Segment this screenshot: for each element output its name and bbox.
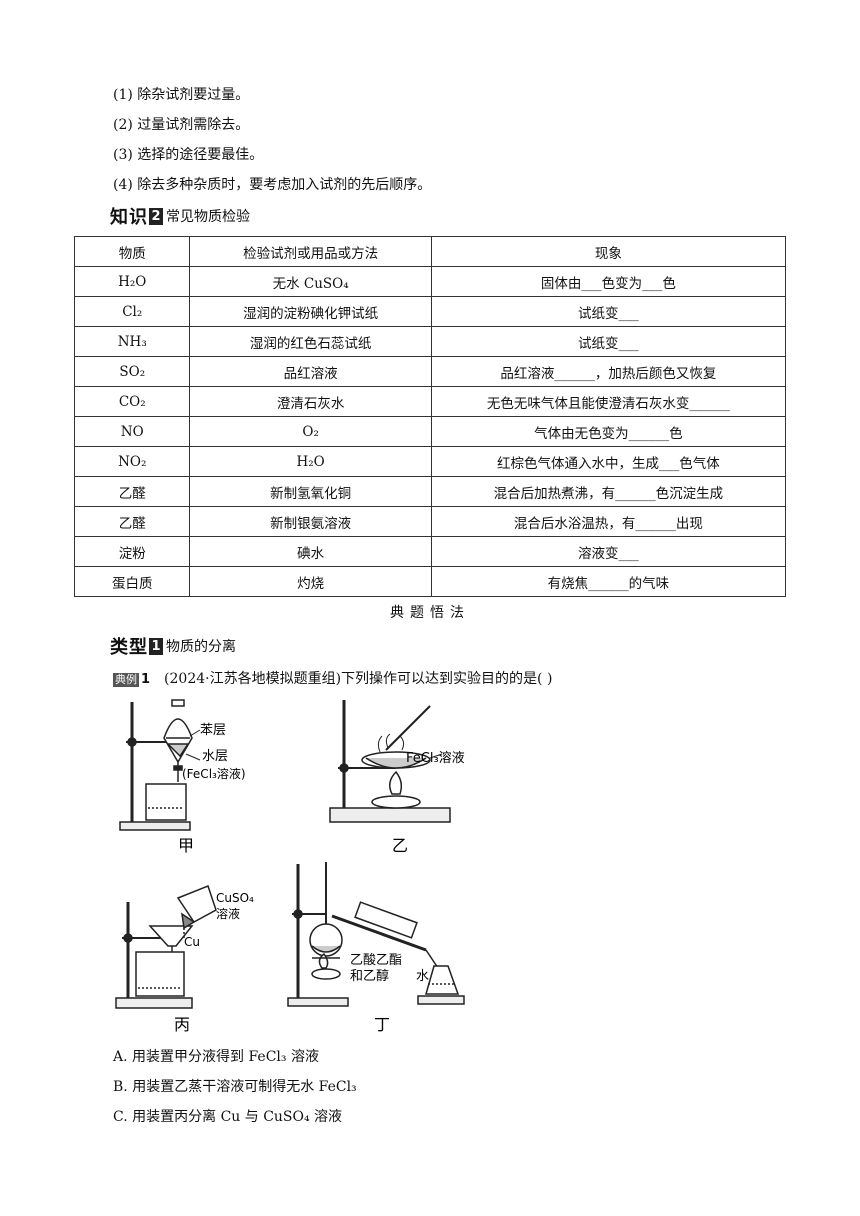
table-cell: 澄清石灰水 bbox=[189, 386, 432, 417]
table-cell: 湿润的红色石蕊试纸 bbox=[189, 326, 432, 357]
table-cell: 混合后加热煮沸，有______色沉淀生成 bbox=[430, 476, 787, 507]
example-text: (2024·江苏各地模拟题重组)下列操作可以达到实验目的的是( ) bbox=[164, 671, 553, 687]
jia-caption: 甲 bbox=[178, 836, 194, 855]
ding-label-water: 水 bbox=[416, 969, 429, 984]
rule-2: (2) 过量试剂需除去。 bbox=[113, 117, 250, 133]
option-a: A. 用装置甲分液得到 FeCl₃ 溶液 bbox=[113, 1049, 319, 1065]
bing-label-cu: Cu bbox=[184, 935, 200, 949]
table-cell: 混合后水浴温热，有______出现 bbox=[430, 506, 787, 537]
knowledge-title: 常见物质检验 bbox=[166, 209, 250, 225]
table-cell: CO₂ bbox=[73, 386, 191, 417]
table-header-cell: 检验试剂或用品或方法 bbox=[189, 236, 432, 267]
table-row: 乙醛新制氢氧化铜混合后加热煮沸，有______色沉淀生成 bbox=[73, 476, 787, 507]
table-cell: Cl₂ bbox=[73, 296, 191, 327]
jia-label-water: 水层 bbox=[202, 749, 228, 764]
rule-4: (4) 除去多种杂质时，要考虑加入试剂的先后顺序。 bbox=[113, 177, 432, 193]
section-label: 典题悟法 bbox=[390, 605, 470, 621]
table-cell: 品红溶液 bbox=[189, 356, 432, 387]
jia-label-benzene: 苯层 bbox=[200, 723, 226, 738]
table-cell: H₂O bbox=[73, 266, 191, 297]
table-cell: 新制氢氧化铜 bbox=[189, 476, 432, 507]
type-heading: 类型 1 物质的分离 bbox=[110, 633, 236, 659]
knowledge-number: 2 bbox=[149, 207, 163, 225]
table-cell: 淀粉 bbox=[73, 536, 191, 567]
knowledge-label: 知识 bbox=[110, 207, 148, 228]
knowledge-heading: 知识 2 常见物质检验 bbox=[110, 203, 250, 229]
rule-3: (3) 选择的途径要最佳。 bbox=[113, 147, 264, 163]
table-cell: O₂ bbox=[189, 416, 432, 447]
type-number: 1 bbox=[149, 637, 163, 655]
rule-1: (1) 除杂试剂要过量。 bbox=[113, 87, 250, 103]
option-c: C. 用装置丙分离 Cu 与 CuSO₄ 溶液 bbox=[113, 1109, 343, 1125]
table-cell: 无色无味气体且能使澄清石灰水变______ bbox=[430, 386, 787, 417]
table-cell: 无水 CuSO₄ bbox=[189, 266, 432, 297]
table-cell: 红棕色气体通入水中，生成___色气体 bbox=[430, 446, 787, 477]
table-header-cell: 物质 bbox=[73, 236, 191, 267]
jia-label-solution: (FeCl₃溶液) bbox=[182, 766, 246, 781]
table-cell: NO bbox=[73, 416, 191, 447]
figure-bing: CuSO₄ 溶液 Cu 丙 bbox=[115, 885, 254, 1034]
table-cell: 试纸变___ bbox=[430, 326, 787, 357]
ding-label-ethanol: 和乙醇 bbox=[350, 968, 389, 984]
table-cell: SO₂ bbox=[73, 356, 191, 387]
table-cell: 乙醛 bbox=[73, 476, 191, 507]
table-cell: 气体由无色变为______色 bbox=[430, 416, 787, 447]
table-header-cell: 现象 bbox=[430, 236, 787, 267]
table-cell: NH₃ bbox=[73, 326, 191, 357]
ding-caption: 丁 bbox=[374, 1015, 390, 1034]
table-cell: H₂O bbox=[189, 446, 432, 477]
table-cell: 试纸变___ bbox=[430, 296, 787, 327]
figure-yi: FeCl₃溶液 乙 bbox=[329, 700, 465, 855]
bing-caption: 丙 bbox=[174, 1015, 190, 1034]
table-cell: 蛋白质 bbox=[73, 566, 191, 597]
table-cell: 品红溶液______，加热后颜色又恢复 bbox=[430, 356, 787, 387]
option-b: B. 用装置乙蒸干溶液可制得无水 FeCl₃ bbox=[113, 1079, 357, 1095]
ding-label-ester: 乙酸乙酯 bbox=[350, 953, 402, 968]
type-title: 物质的分离 bbox=[166, 639, 236, 655]
table-cell: 有烧焦______的气味 bbox=[430, 566, 787, 597]
yi-caption: 乙 bbox=[392, 836, 408, 855]
table-row: 乙醛新制银氨溶液混合后水浴温热，有______出现 bbox=[73, 506, 787, 537]
table-header-row: 物质 检验试剂或用品或方法 现象 bbox=[73, 236, 787, 267]
table-cell: 乙醛 bbox=[73, 506, 191, 537]
table-cell: 湿润的淀粉碘化钾试纸 bbox=[189, 296, 432, 327]
type-label: 类型 bbox=[110, 637, 148, 658]
table-row: 蛋白质灼烧有烧焦______的气味 bbox=[73, 566, 787, 597]
table-cell: 新制银氨溶液 bbox=[189, 506, 432, 537]
table-cell: 固体由___色变为___色 bbox=[430, 266, 787, 297]
yi-label-solution: FeCl₃溶液 bbox=[406, 751, 465, 766]
bing-label-cuso4: CuSO₄ bbox=[216, 891, 254, 905]
figure-ding: 乙酸乙酯 和乙醇 水 丁 bbox=[287, 862, 465, 1034]
bing-label-solution: 溶液 bbox=[216, 906, 240, 921]
table-cell: 碘水 bbox=[189, 536, 432, 567]
figure-jia: 苯层 水层 (FeCl₃溶液) 甲 bbox=[119, 699, 246, 855]
table-cell: 灼烧 bbox=[189, 566, 432, 597]
table-cell: NO₂ bbox=[73, 446, 191, 477]
example-number: 1 bbox=[141, 672, 151, 687]
table-row: 淀粉碘水溶液变___ bbox=[73, 536, 787, 567]
table-cell: 溶液变___ bbox=[430, 536, 787, 567]
example-tag: 典例 bbox=[113, 673, 139, 687]
